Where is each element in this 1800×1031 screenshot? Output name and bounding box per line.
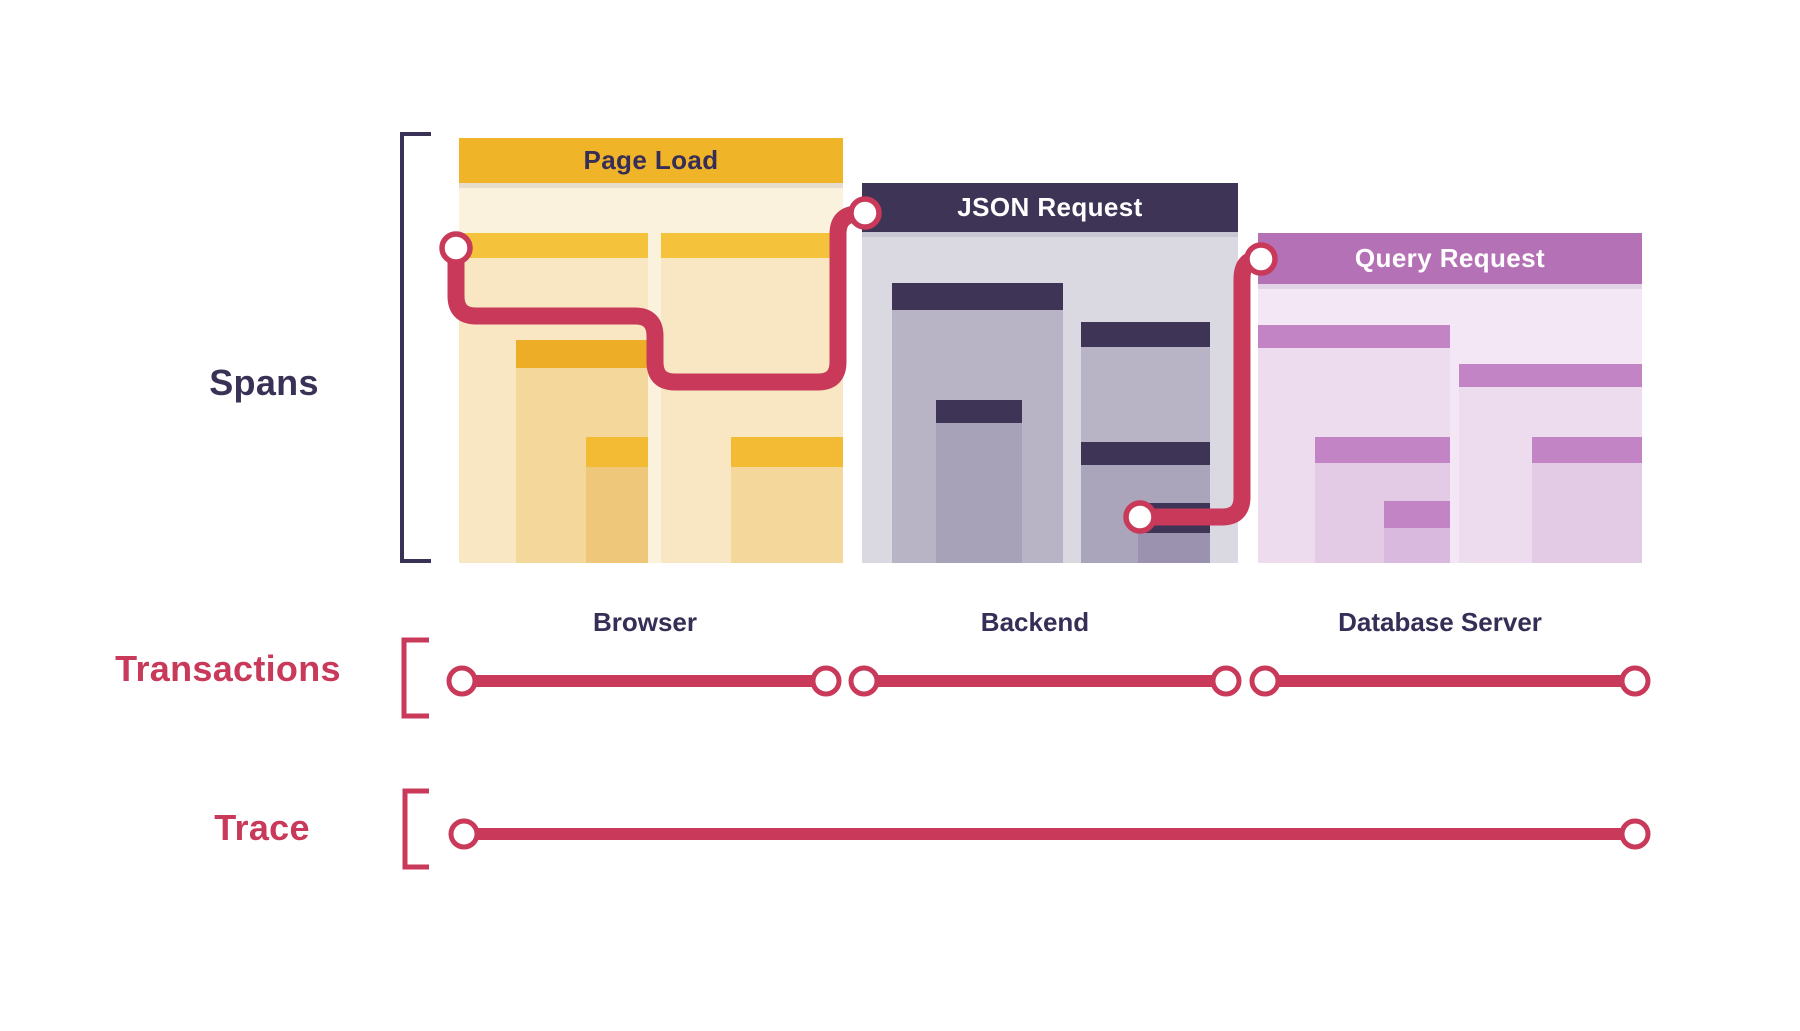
span-block bbox=[1138, 503, 1210, 563]
span-block bbox=[1532, 437, 1642, 563]
card-browser-title: Page Load bbox=[583, 145, 719, 175]
transaction-node bbox=[1210, 665, 1242, 697]
transaction-node bbox=[810, 665, 842, 697]
card-database-title: Query Request bbox=[1354, 243, 1546, 273]
transaction-node bbox=[1249, 665, 1281, 697]
transactions-bracket bbox=[401, 637, 429, 719]
trace-node bbox=[1619, 818, 1651, 850]
transaction-node bbox=[848, 665, 880, 697]
trace-label: Trace bbox=[214, 807, 310, 848]
card-backend-title: JSON Request bbox=[957, 192, 1143, 222]
spans-label: Spans bbox=[209, 362, 319, 403]
caption-database: Database Server bbox=[1338, 607, 1542, 637]
spans-bracket bbox=[400, 132, 431, 563]
transaction-node bbox=[1619, 665, 1651, 697]
span-block bbox=[1384, 501, 1450, 563]
transactions-label: Transactions bbox=[115, 648, 341, 689]
transaction-node bbox=[446, 665, 478, 697]
trace-bracket bbox=[402, 788, 429, 870]
card-backend-header: JSON Request bbox=[862, 183, 1238, 232]
span-block bbox=[731, 437, 843, 563]
card-database: Query Request bbox=[1258, 233, 1642, 563]
caption-browser: Browser bbox=[592, 607, 698, 637]
card-browser: Page Load bbox=[459, 138, 843, 563]
card-database-header: Query Request bbox=[1258, 233, 1642, 284]
span-block bbox=[586, 437, 648, 563]
card-backend: JSON Request bbox=[862, 183, 1238, 563]
trace-node bbox=[448, 818, 480, 850]
caption-backend: Backend bbox=[980, 607, 1090, 637]
span-block bbox=[936, 400, 1022, 563]
card-browser-header: Page Load bbox=[459, 138, 843, 183]
